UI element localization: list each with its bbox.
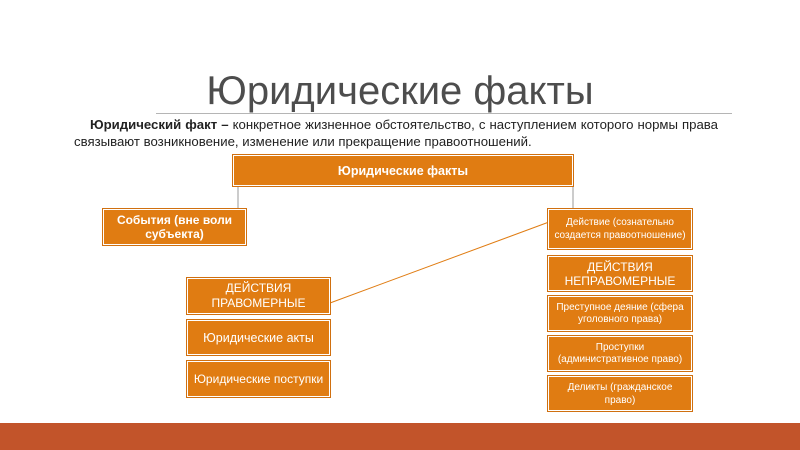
box-crime: Преступное деяние (сфера уголовного прав…: [547, 295, 693, 332]
box-legal-deeds: Юридические поступки: [186, 360, 331, 398]
connector-root-branches: [237, 185, 574, 209]
box-unlawful-actions: ДЕЙСТВИЯ НЕПРАВОМЕРНЫЕ: [547, 255, 693, 292]
connector-lawful-to-action: [329, 221, 550, 304]
box-delicts: Деликты (гражданское право): [547, 375, 693, 412]
box-events-label: События (вне воли субъекта): [116, 213, 233, 241]
definition-term: Юридический факт –: [90, 117, 229, 132]
box-misdemeanor-label: Проступки (административное право): [557, 341, 683, 365]
box-crime-label: Преступное деяние (сфера уголовного прав…: [556, 301, 684, 325]
box-root-legal-facts: Юридические факты: [232, 154, 574, 187]
box-unlawful-label: ДЕЙСТВИЯ НЕПРАВОМЕРНЫЕ: [564, 259, 676, 288]
footer-band: [0, 423, 800, 450]
box-legal-acts: Юридические акты: [186, 319, 331, 356]
box-legal-acts-label: Юридические акты: [203, 330, 314, 345]
definition-paragraph: Юридический факт – конкретное жизненное …: [74, 116, 718, 150]
box-action: Действие (сознательно создается правоотн…: [547, 208, 693, 250]
box-legal-deeds-label: Юридические поступки: [193, 371, 324, 386]
box-misdemeanor: Проступки (административное право): [547, 335, 693, 372]
title-divider: [156, 113, 732, 114]
box-action-label: Действие (сознательно создается правоотн…: [554, 217, 686, 241]
box-events: События (вне воли субъекта): [102, 208, 247, 246]
slide-title: Юридические факты: [206, 69, 594, 113]
box-delicts-label: Деликты (гражданское право): [567, 381, 673, 406]
box-lawful-actions: ДЕЙСТВИЯ ПРАВОМЕРНЫЕ: [186, 277, 331, 315]
definition-text: конкретное жизненное обстоятельство, с н…: [74, 117, 718, 149]
box-lawful-label: ДЕЙСТВИЯ ПРАВОМЕРНЫЕ: [211, 281, 306, 310]
box-root-label: Юридические факты: [337, 163, 469, 178]
